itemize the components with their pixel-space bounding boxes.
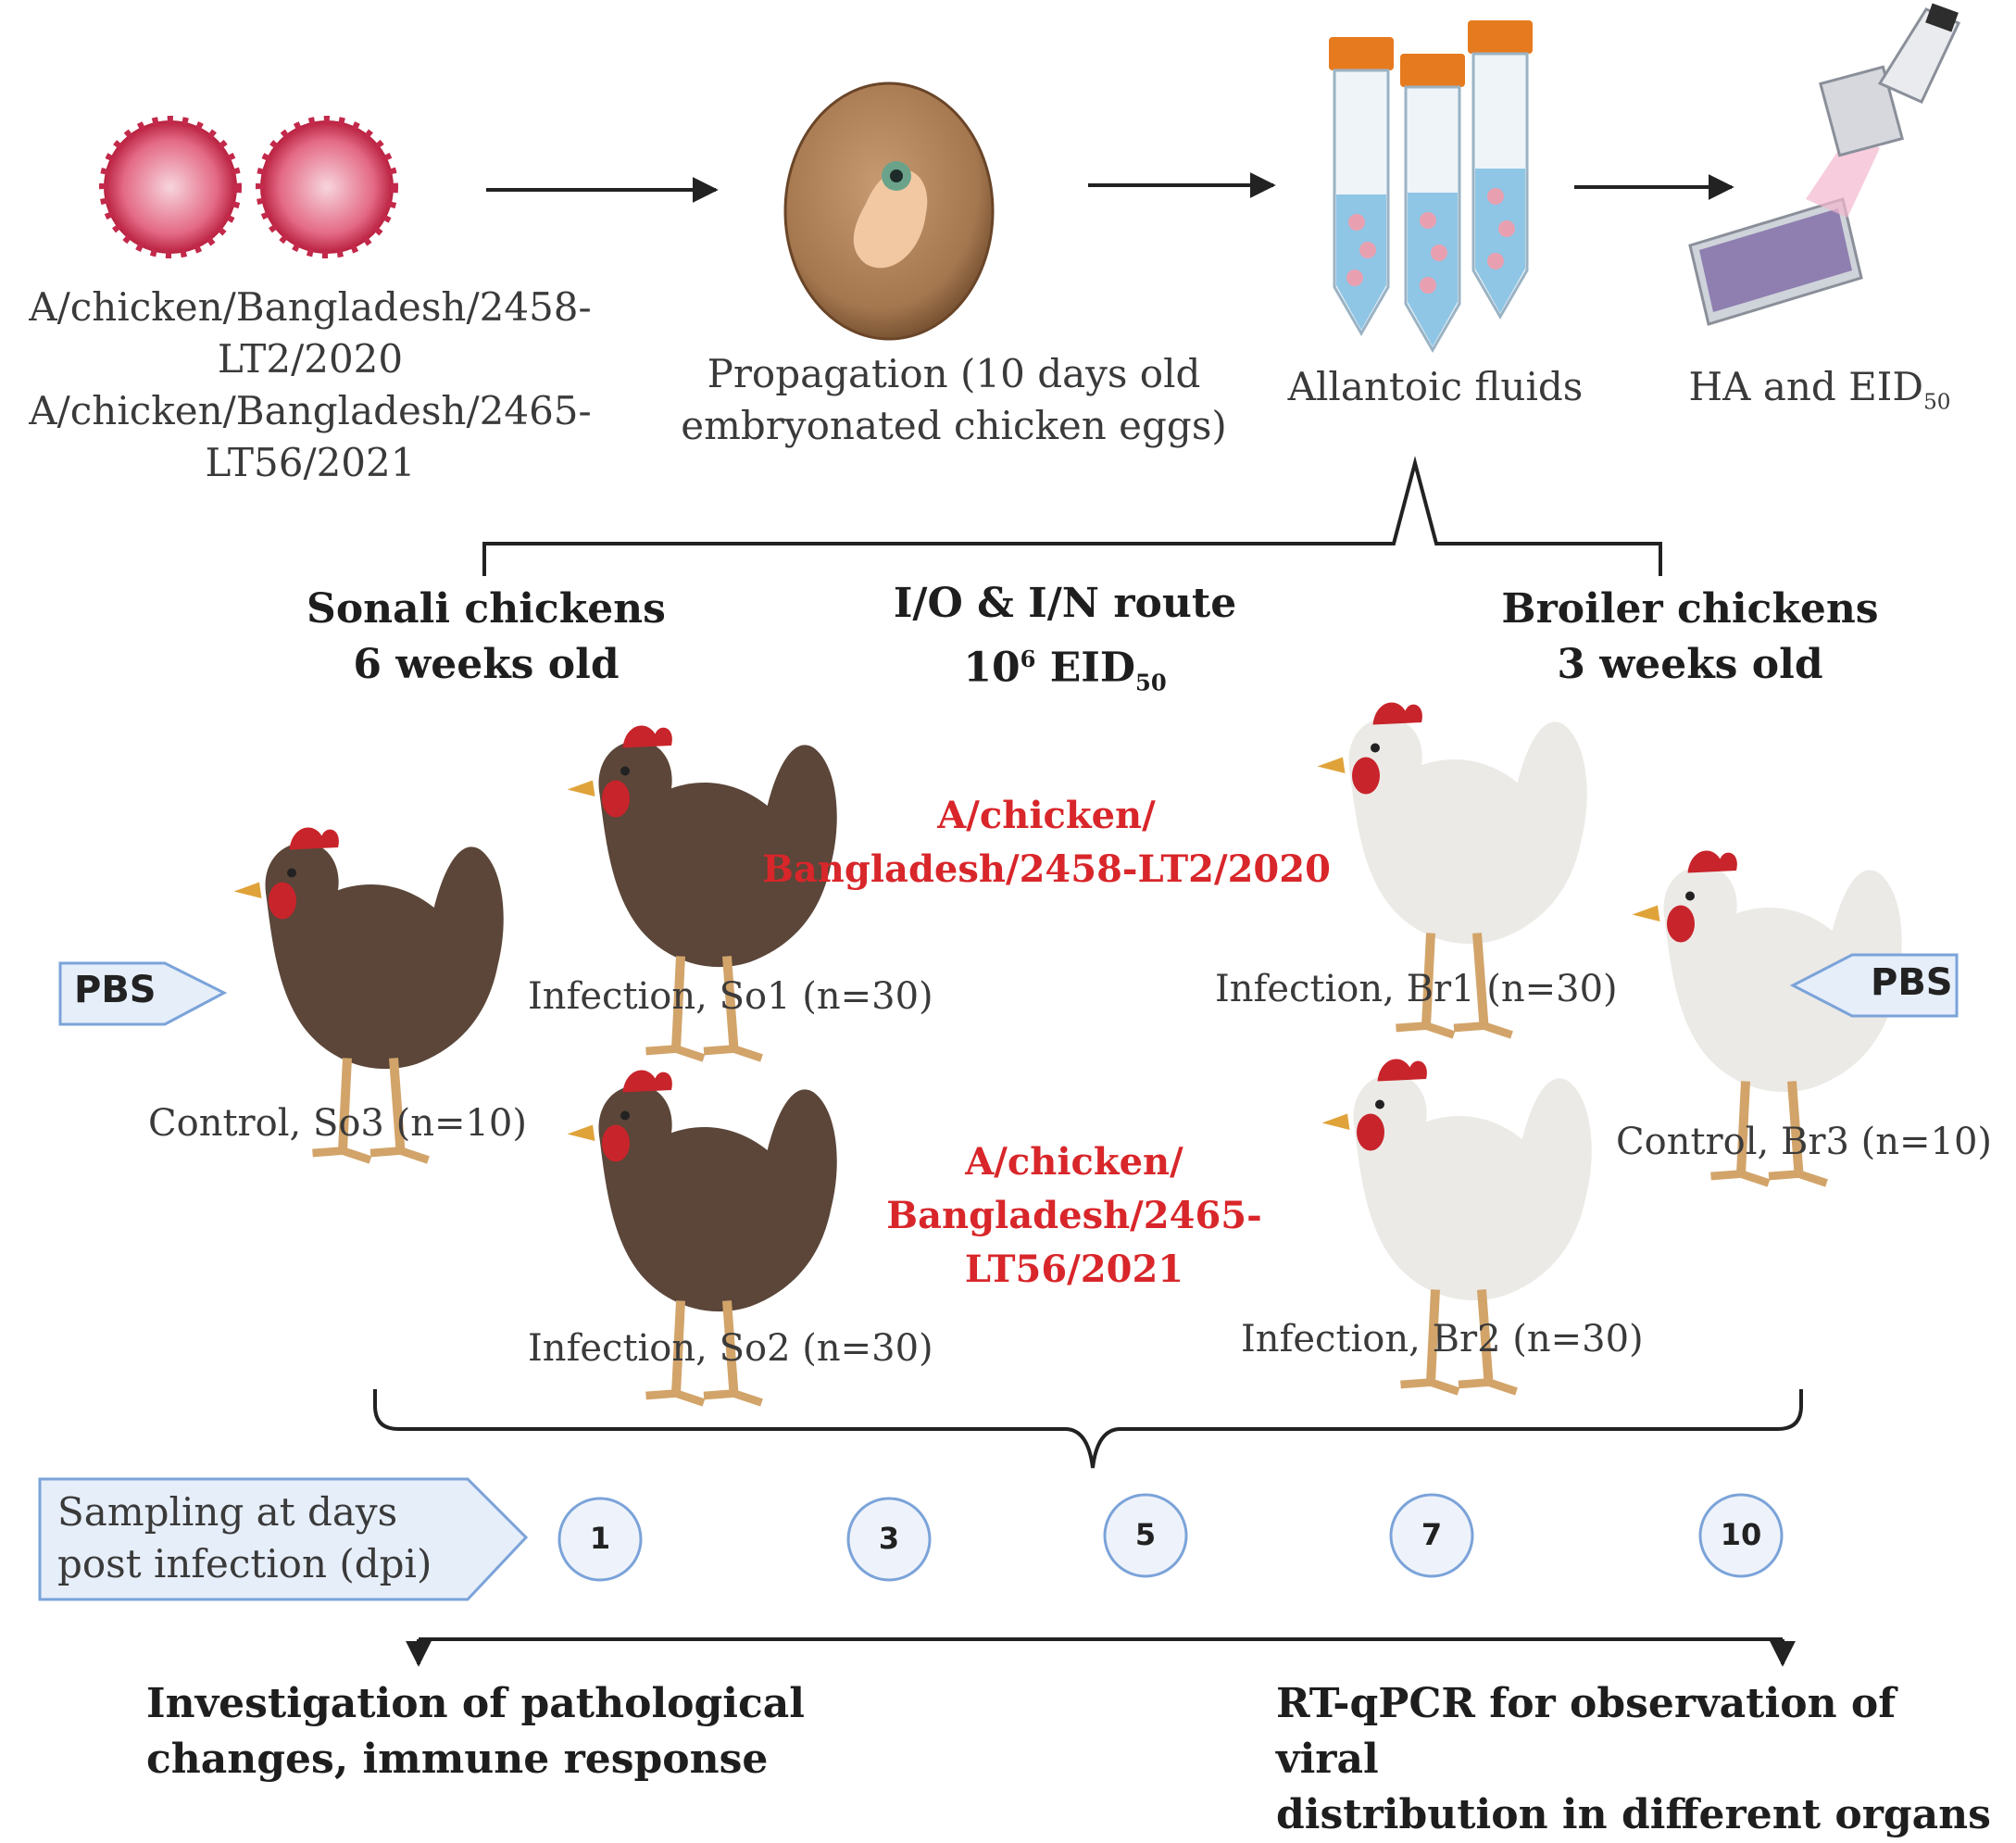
- sonali-line-2: 6 weeks old: [353, 641, 620, 688]
- day-1-badge: [557, 1497, 643, 1582]
- broiler-line-2: 3 weeks old: [1557, 641, 1823, 688]
- propagation-line-1: Propagation (10 days old: [707, 351, 1201, 396]
- split-bracket: [482, 456, 1662, 576]
- broiler-header: Broiler chickens 3 weeks old: [1482, 582, 1898, 693]
- route-line-2: 106 EID50: [963, 644, 1167, 696]
- label-so3: Control, So3 (n=10): [148, 1102, 527, 1145]
- outcome-left: Investigation of pathological changes, i…: [146, 1680, 806, 1783]
- day-5-badge: [1103, 1493, 1188, 1578]
- outcome-right: RT-qPCR for observation of viral distrib…: [1276, 1680, 1991, 1838]
- pbs-left-tag: [58, 961, 228, 1026]
- route-line-1: I/O & I/N route: [893, 580, 1237, 627]
- allantoic-label: Allantoic fluids: [1287, 364, 1584, 409]
- sampling-label: Sampling at days post infection (dpi): [57, 1489, 432, 1586]
- day-3-badge: [846, 1497, 932, 1582]
- label-br3: Control, Br3 (n=10): [1616, 1121, 1993, 1163]
- day-1-label: 1: [589, 1521, 611, 1556]
- propagation-label: Propagation (10 days old embryonated chi…: [648, 348, 1259, 452]
- bottom-brace: [373, 1389, 1803, 1469]
- strain-label-red-1: A/chicken/ Bangladesh/2458-LT2/2020: [762, 794, 1331, 891]
- broiler-line-1: Broiler chickens: [1501, 585, 1879, 633]
- pbs-right-label: PBS: [1871, 961, 1953, 1004]
- strain-line-2: LT2/2020: [217, 336, 404, 382]
- label-br2: Infection, Br2 (n=30): [1241, 1318, 1644, 1360]
- strain-line-3: A/chicken/Bangladesh/2465-: [29, 388, 592, 433]
- assay-sub: 50: [1923, 390, 1951, 415]
- virus-icon-1: [99, 116, 242, 258]
- route-header: I/O & I/N route 106 EID50: [833, 576, 1296, 710]
- assay-text: HA and EID: [1688, 364, 1924, 409]
- label-so2: Infection, So2 (n=30): [528, 1327, 933, 1370]
- label-so1: Infection, So1 (n=30): [528, 975, 933, 1018]
- microplate-pipette-icon: [1688, 3, 1961, 326]
- sonali-line-1: Sonali chickens: [307, 585, 666, 633]
- pbs-right-tag: [1789, 953, 1959, 1018]
- day-7-badge: [1389, 1493, 1474, 1578]
- tubes-icon: [1329, 20, 1533, 353]
- egg-icon: [783, 81, 995, 341]
- diagram-graphics: [38, 3, 1961, 1667]
- label-br1: Infection, Br1 (n=30): [1215, 968, 1618, 1010]
- assay-label: HA and EID50: [1658, 361, 1982, 428]
- strain-line-1: A/chicken/Bangladesh/2458-: [29, 284, 592, 330]
- sonali-header: Sonali chickens 6 weeks old: [278, 582, 695, 693]
- strain-label-red-2: A/chicken/ Bangladesh/2465-LT56/2021: [886, 1140, 1262, 1291]
- sampling-tag: [38, 1477, 529, 1601]
- day-7-label: 7: [1421, 1517, 1443, 1552]
- day-5-label: 5: [1134, 1517, 1157, 1552]
- strain-names: A/chicken/Bangladesh/2458- LT2/2020 A/ch…: [14, 282, 607, 489]
- day-3-label: 3: [878, 1521, 900, 1556]
- propagation-line-2: embryonated chicken eggs): [681, 403, 1227, 448]
- strain-line-4: LT56/2021: [205, 440, 416, 485]
- virus-icon-2: [256, 116, 398, 258]
- pbs-left-label: PBS: [74, 969, 157, 1011]
- day-10-label: 10: [1720, 1517, 1762, 1552]
- day-10-badge: [1698, 1493, 1784, 1578]
